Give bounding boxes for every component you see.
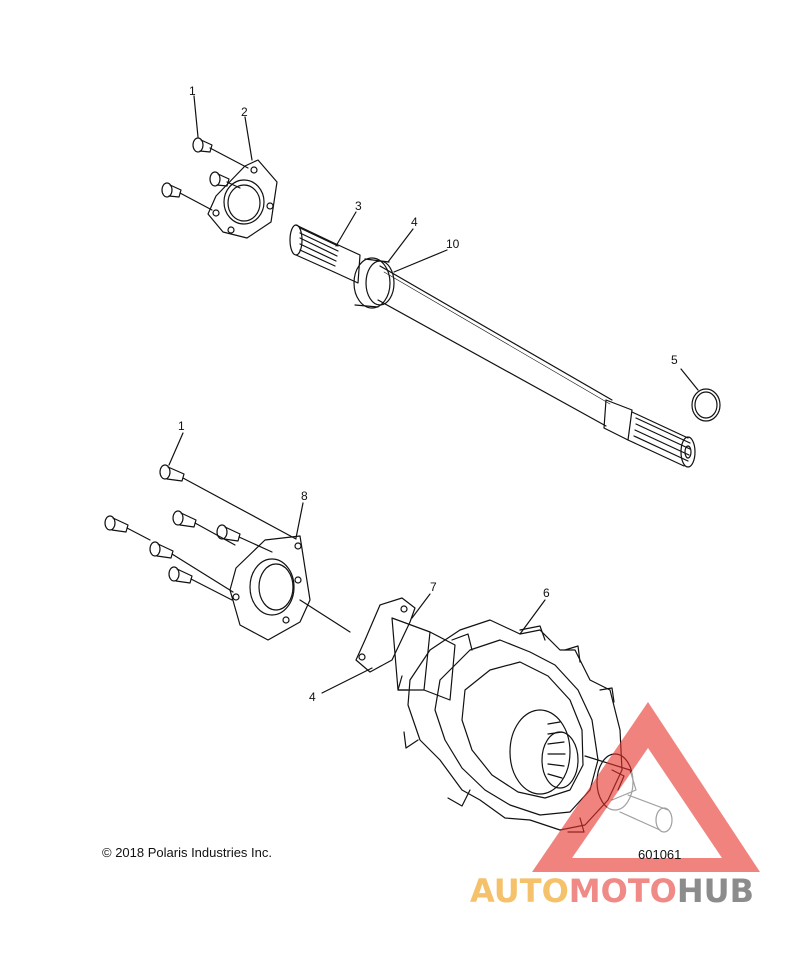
watermark-hub: HUB: [676, 872, 755, 910]
callout-5: 5: [671, 353, 678, 367]
copyright-notice: © 2018 Polaris Industries Inc.: [102, 845, 272, 860]
bolt-top-2: [209, 171, 230, 187]
callout-1-mid: 1: [178, 419, 185, 433]
bolt-top-3: [161, 182, 182, 198]
callout-7: 7: [430, 580, 437, 594]
o-ring-5: [691, 388, 721, 422]
bolt-top-1: [192, 137, 213, 153]
bolt-mid-5: [149, 541, 174, 559]
callout-3: 3: [355, 199, 362, 213]
shaft-3: [289, 224, 696, 468]
callout-8: 8: [301, 489, 308, 503]
housing-7: [355, 597, 456, 701]
watermark-wordmark: AUTOMOTOHUB: [470, 872, 754, 910]
bolt-mid-4: [104, 515, 129, 533]
watermark-logo-triangle: [532, 702, 760, 872]
watermark-auto: AUTO: [470, 872, 569, 910]
bolt-mid-3: [216, 524, 241, 542]
callout-10: 10: [446, 237, 460, 251]
callout-6: 6: [543, 586, 550, 600]
callout-2: 2: [241, 105, 248, 119]
callout-1-top: 1: [189, 84, 196, 98]
flange-plate-2: [207, 159, 278, 239]
bearing-4-top: [353, 257, 395, 309]
flange-8: [229, 535, 311, 641]
callout-4-top: 4: [411, 215, 418, 229]
bolt-mid-6: [168, 566, 193, 584]
bolt-mid-2: [172, 510, 197, 528]
callout-4-bottom: 4: [309, 690, 316, 704]
diagram-code: 601061: [638, 847, 682, 862]
bolt-mid-1: [159, 464, 185, 482]
watermark-moto: MOTO: [568, 872, 677, 910]
